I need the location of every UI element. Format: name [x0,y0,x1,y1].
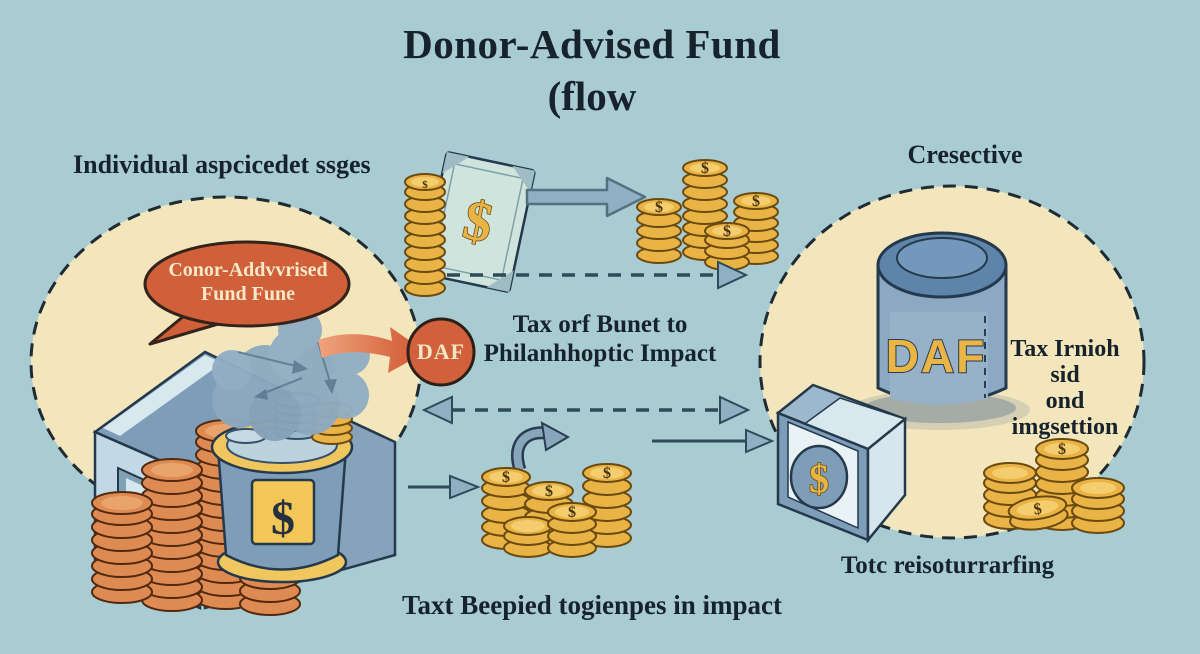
tax-note-line2: sid [1050,362,1080,388]
coin-dollar-glyph: $ [723,223,731,240]
grant-arrow-right [652,428,775,454]
right-section-label: Cresective [907,140,1023,169]
speech-bubble-text: Conor-Addvvrised Fund Fune [150,258,346,306]
coin-dollar-glyph: $ [422,179,428,191]
safe-dollar-glyph: $ [809,456,829,501]
coin-pile-icon: $ $ $ $ [636,159,779,271]
coin-dollar-glyph: $ [545,483,553,500]
coin-dollar-glyph: $ [752,193,760,210]
coin-dollar-glyph: $ [568,504,576,521]
daf-badge [406,317,476,387]
tax-note-line3: ond [1045,388,1085,414]
coin-dollar-glyph: $ [701,160,709,177]
jar-dollar-glyph: $ [271,492,295,545]
grant-arrow-left [408,474,481,500]
coin-dollar-glyph: $ [655,199,663,216]
benefit-line1: Tax orf Bunet to [512,311,688,338]
daf-container-icon: DAF [850,231,1030,430]
speech-bubble [143,240,351,346]
tax-note-text: Tax Irnioh sid ond imgsettion [985,336,1145,440]
tax-note-line4: imgsettion [1011,414,1119,440]
grant-coins-icon: $ $ $ $ [481,463,632,558]
benefit-line2: Philanhhoptic Impact [483,340,717,367]
impact-coins-icon: $ $ [983,438,1125,534]
smoke-cloud-icon [212,308,370,441]
tax-note-line1: Tax Irnioh [1010,336,1120,362]
coin-dollar-glyph: $ [1058,441,1066,458]
daf-badge-label: DAF [416,339,466,364]
contribution-arrow [525,176,647,218]
dashed-flow-arrow-middle [421,395,751,425]
speech-bubble-line2: Fund Fune [201,283,295,305]
coin-dollar-glyph: $ [603,465,611,482]
transfer-arrow [318,327,426,373]
page-title-line2: (flow [547,73,637,119]
left-section-label: Individual aspcicedet ssges [73,150,371,179]
coin-dollar-glyph: $ [502,469,510,486]
speech-bubble-line1: Conor-Addvvrised [168,259,328,281]
daf-container-label: DAF [886,330,987,382]
safe-icon: $ [775,383,908,544]
center-benefit-text: Tax orf Bunet to Philanhhoptic Impact [455,310,745,368]
dashed-flow-arrow-top [447,260,749,290]
reinvest-curved-arrow [511,421,571,472]
coin-stack-icon: $ [404,173,446,297]
coin-dollar-glyph: $ [1033,501,1043,519]
page-title-line1: Donor-Advised Fund [403,21,781,67]
right-caption: Totc reisoturrarfing [840,552,1055,579]
bottom-caption: Taxt Beepied togienpes in impact [401,590,783,620]
